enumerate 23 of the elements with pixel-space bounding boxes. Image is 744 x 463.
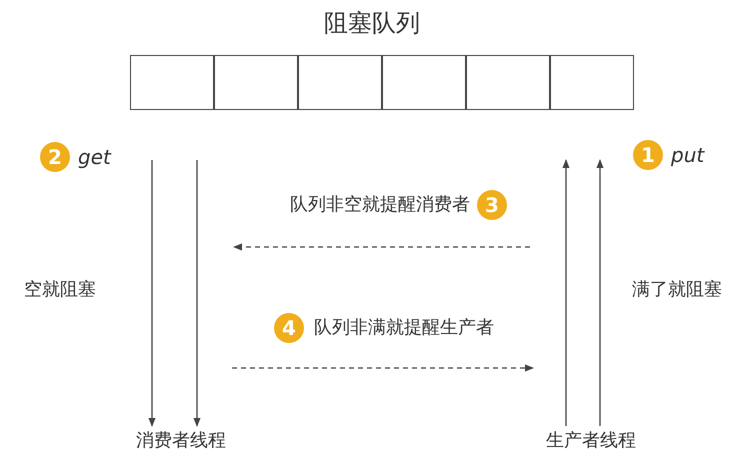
operation-label: get <box>78 145 111 169</box>
queue-cell <box>298 55 382 110</box>
side-label: 空就阻塞 <box>24 278 96 302</box>
queue-cell <box>382 55 466 110</box>
queue-cell <box>130 55 214 110</box>
number-badge: 4 <box>274 313 304 343</box>
number-badge: 1 <box>633 140 663 170</box>
thread-label: 消费者线程 <box>118 428 244 454</box>
arrow <box>193 160 201 427</box>
arrow <box>148 160 156 427</box>
queue-cell <box>550 55 634 110</box>
thread-label: 生产者线程 <box>528 428 654 454</box>
queue-cell <box>214 55 298 110</box>
note-text: 队列非空就提醒消费者 <box>290 193 470 217</box>
number-badge: 3 <box>477 190 507 220</box>
arrow <box>596 159 604 426</box>
operation-label: put <box>671 143 704 167</box>
side-label: 满了就阻塞 <box>632 278 722 302</box>
arrow <box>562 159 570 426</box>
queue-cell <box>466 55 550 110</box>
note-text: 队列非满就提醒生产者 <box>314 316 494 340</box>
title: 阻塞队列 <box>323 8 421 38</box>
number-badge: 2 <box>40 142 70 172</box>
